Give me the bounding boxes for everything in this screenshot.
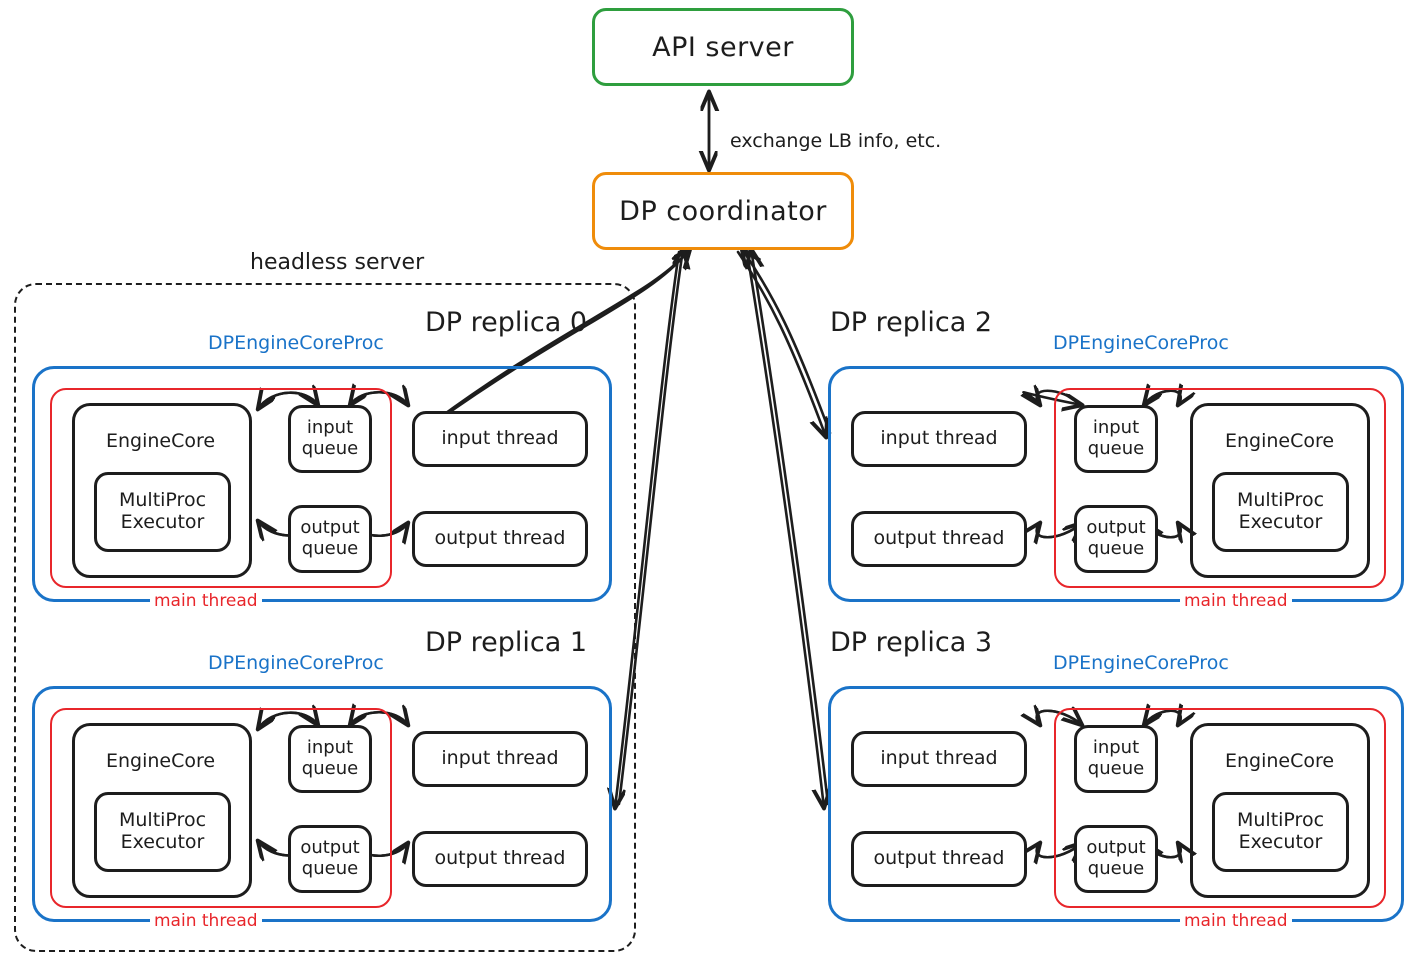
output-thread-label: output thread <box>434 527 566 550</box>
output-queue-line-2: queue <box>301 858 359 879</box>
dp-replica-2-engine-core-label: EngineCore <box>1225 430 1335 452</box>
dp-replica-2-main-thread-label: main thread <box>1180 591 1292 611</box>
input-thread-label: input thread <box>441 747 559 770</box>
dp-replica-2-process-label: DPEngineCoreProc <box>1053 332 1229 354</box>
multiproc-executor-line-1: MultiProc <box>1236 489 1325 512</box>
input-queue-line-1: input <box>1092 417 1140 439</box>
dp-replica-1-output-queue[interactable]: output queue <box>288 825 372 893</box>
dp-replica-2-engine-core-frame <box>1190 403 1370 578</box>
dp-replica-3-main-thread-label: main thread <box>1180 911 1292 931</box>
dp-replica-1-multiproc-executor[interactable]: MultiProc Executor <box>94 792 231 872</box>
dp-replica-2-output-thread[interactable]: output thread <box>851 511 1027 567</box>
coordinator-link-label: exchange LB info, etc. <box>730 130 942 152</box>
dp-replica-3-main-thread-frame <box>1054 708 1386 908</box>
input-queue-line-1: input <box>306 737 354 759</box>
dp-replica-3-engine-core-frame <box>1190 723 1370 898</box>
output-queue-line-1: output <box>1086 517 1146 539</box>
dp-replica-3-input-thread[interactable]: input thread <box>851 731 1027 787</box>
dp-replica-0-process-label: DPEngineCoreProc <box>208 332 384 354</box>
dp-replica-3-multiproc-executor[interactable]: MultiProc Executor <box>1212 792 1349 872</box>
dp-coordinator-node[interactable]: DP coordinator <box>592 172 854 250</box>
multiproc-executor-line-2: Executor <box>120 511 205 533</box>
input-queue-line-1: input <box>306 417 354 439</box>
input-queue-line-2: queue <box>301 758 359 779</box>
dp-replica-1-main-thread-frame <box>50 708 392 908</box>
multiproc-executor-line-1: MultiProc <box>118 809 207 832</box>
input-queue-line-2: queue <box>1087 758 1145 779</box>
output-thread-label: output thread <box>434 847 566 870</box>
api-server-node[interactable]: API server <box>592 8 854 86</box>
headless-server-boundary <box>14 283 636 952</box>
dp-replica-1-process-frame <box>32 686 612 922</box>
multiproc-executor-line-1: MultiProc <box>118 489 207 512</box>
dp-replica-2-main-thread-frame <box>1054 388 1386 588</box>
input-queue-line-2: queue <box>1087 438 1145 459</box>
dp-replica-0-engine-core-frame <box>72 403 252 578</box>
output-queue-line-1: output <box>300 517 360 539</box>
dp-replica-0-engine-core-label: EngineCore <box>106 430 216 452</box>
dp-replica-3-process-label: DPEngineCoreProc <box>1053 652 1229 674</box>
output-queue-line-2: queue <box>1087 538 1145 559</box>
output-thread-label: output thread <box>873 527 1005 550</box>
dp-replica-3-title: DP replica 3 <box>830 627 993 658</box>
dp-replica-1-process-label: DPEngineCoreProc <box>208 652 384 674</box>
dp-replica-1-engine-core-label: EngineCore <box>106 750 216 772</box>
dp-replica-0-multiproc-executor[interactable]: MultiProc Executor <box>94 472 231 552</box>
output-queue-line-2: queue <box>301 538 359 559</box>
dp-replica-0-main-thread-label: main thread <box>150 591 262 611</box>
output-queue-line-1: output <box>1086 837 1146 859</box>
dp-replica-1-engine-core-frame <box>72 723 252 898</box>
output-thread-label: output thread <box>873 847 1005 870</box>
dp-replica-2-multiproc-executor[interactable]: MultiProc Executor <box>1212 472 1349 552</box>
dp-replica-2-title: DP replica 2 <box>830 307 993 338</box>
output-queue-line-1: output <box>300 837 360 859</box>
input-queue-line-2: queue <box>301 438 359 459</box>
dp-replica-3-engine-core-label: EngineCore <box>1225 750 1335 772</box>
dp-replica-0-title: DP replica 0 <box>425 307 588 338</box>
multiproc-executor-line-1: MultiProc <box>1236 809 1325 832</box>
dp-replica-0-output-thread[interactable]: output thread <box>412 511 588 567</box>
multiproc-executor-line-2: Executor <box>120 831 205 853</box>
dp-replica-2-process-frame <box>828 366 1404 602</box>
dp-replica-2-input-queue[interactable]: input queue <box>1074 405 1158 473</box>
input-queue-line-1: input <box>1092 737 1140 759</box>
dp-replica-0-process-frame <box>32 366 612 602</box>
dp-replica-1-main-thread-label: main thread <box>150 911 262 931</box>
output-queue-line-2: queue <box>1087 858 1145 879</box>
multiproc-executor-line-2: Executor <box>1238 831 1323 853</box>
input-thread-label: input thread <box>880 747 998 770</box>
headless-server-label: headless server <box>250 250 425 275</box>
dp-replica-1-input-queue[interactable]: input queue <box>288 725 372 793</box>
dp-replica-3-input-queue[interactable]: input queue <box>1074 725 1158 793</box>
multiproc-executor-line-2: Executor <box>1238 511 1323 533</box>
dp-replica-3-output-thread[interactable]: output thread <box>851 831 1027 887</box>
dp-replica-0-input-thread[interactable]: input thread <box>412 411 588 467</box>
input-thread-label: input thread <box>441 427 559 450</box>
dp-replica-0-input-queue[interactable]: input queue <box>288 405 372 473</box>
dp-replica-2-input-thread[interactable]: input thread <box>851 411 1027 467</box>
dp-replica-0-main-thread-frame <box>50 388 392 588</box>
dp-replica-1-title: DP replica 1 <box>425 627 588 658</box>
dp-replica-3-output-queue[interactable]: output queue <box>1074 825 1158 893</box>
dp-coordinator-label: DP coordinator <box>619 195 827 227</box>
api-server-label: API server <box>652 31 794 63</box>
dp-replica-3-process-frame <box>828 686 1404 922</box>
dp-replica-1-output-thread[interactable]: output thread <box>412 831 588 887</box>
dp-replica-1-input-thread[interactable]: input thread <box>412 731 588 787</box>
input-thread-label: input thread <box>880 427 998 450</box>
dp-replica-0-output-queue[interactable]: output queue <box>288 505 372 573</box>
dp-replica-2-output-queue[interactable]: output queue <box>1074 505 1158 573</box>
